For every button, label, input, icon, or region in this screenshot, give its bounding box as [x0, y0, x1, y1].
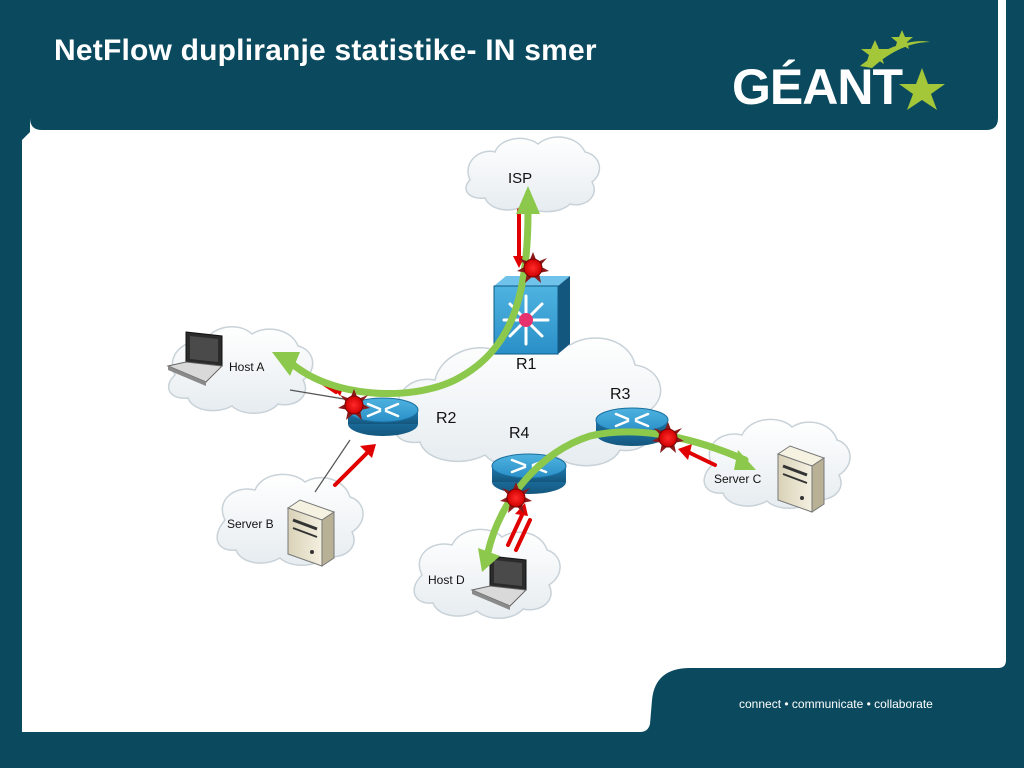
burst-marker-r2 — [338, 389, 370, 420]
router-r4[interactable] — [491, 453, 567, 494]
flow-arrowhead-server-c — [734, 450, 756, 470]
cloud-host-d — [413, 528, 561, 619]
star-logo-icon — [860, 30, 945, 110]
laptop-icon-host-a[interactable] — [166, 331, 224, 386]
flow-arrow-hostd-serverc — [484, 428, 749, 556]
label-host-a: Host A — [229, 360, 264, 374]
server-icon-server-c[interactable] — [776, 445, 826, 513]
label-r4: R4 — [509, 425, 530, 442]
label-host-d: Host D — [428, 573, 465, 587]
cloud-isp — [465, 136, 601, 213]
traffic-arrow-serverb-r2-head — [360, 444, 376, 458]
traffic-arrow-hostd-r4 — [506, 513, 524, 547]
label-server-b: Server B — [227, 517, 274, 531]
laptop-icon-host-d[interactable] — [470, 555, 528, 610]
traffic-arrow-serverb-r2 — [333, 450, 370, 487]
r1-core-dot — [519, 313, 533, 327]
geant-logo: GÉANT — [732, 28, 952, 118]
flow-arrowhead-host-d — [478, 548, 500, 572]
flow-arrow-hosta-isp — [286, 208, 532, 397]
label-r1: R1 — [516, 356, 537, 373]
label-isp: ISP — [508, 170, 532, 187]
page-title: NetFlow dupliranje statistike- IN smer — [54, 34, 597, 67]
burst-marker-r3 — [652, 422, 684, 453]
burst-marker-r4 — [500, 482, 532, 513]
flow-arrows — [286, 208, 749, 556]
flow-arrowheads — [272, 186, 756, 572]
flow-arrowhead-isp — [516, 186, 540, 214]
panel-left-edge — [22, 132, 30, 732]
logo-text: GÉANT — [732, 59, 903, 115]
netflow-burst-markers — [338, 252, 684, 513]
router-r2[interactable] — [347, 397, 419, 436]
footer-tagline: connect • communicate • collaborate — [739, 697, 933, 711]
label-server-c: Server C — [714, 472, 762, 486]
label-r3: R3 — [610, 386, 631, 403]
traffic-arrow-serverc-r3-head — [678, 444, 692, 460]
router-r1[interactable] — [493, 276, 570, 355]
traffic-arrow-hostd-r4-b — [514, 518, 532, 552]
traffic-arrow-isp-r1-head — [513, 256, 525, 268]
label-r2: R2 — [436, 410, 457, 427]
traffic-arrow-serverc-r3 — [686, 450, 717, 467]
server-icon-server-b[interactable] — [286, 499, 336, 567]
flow-arrowhead-host-a — [272, 352, 300, 376]
burst-marker-r1 — [517, 252, 549, 283]
